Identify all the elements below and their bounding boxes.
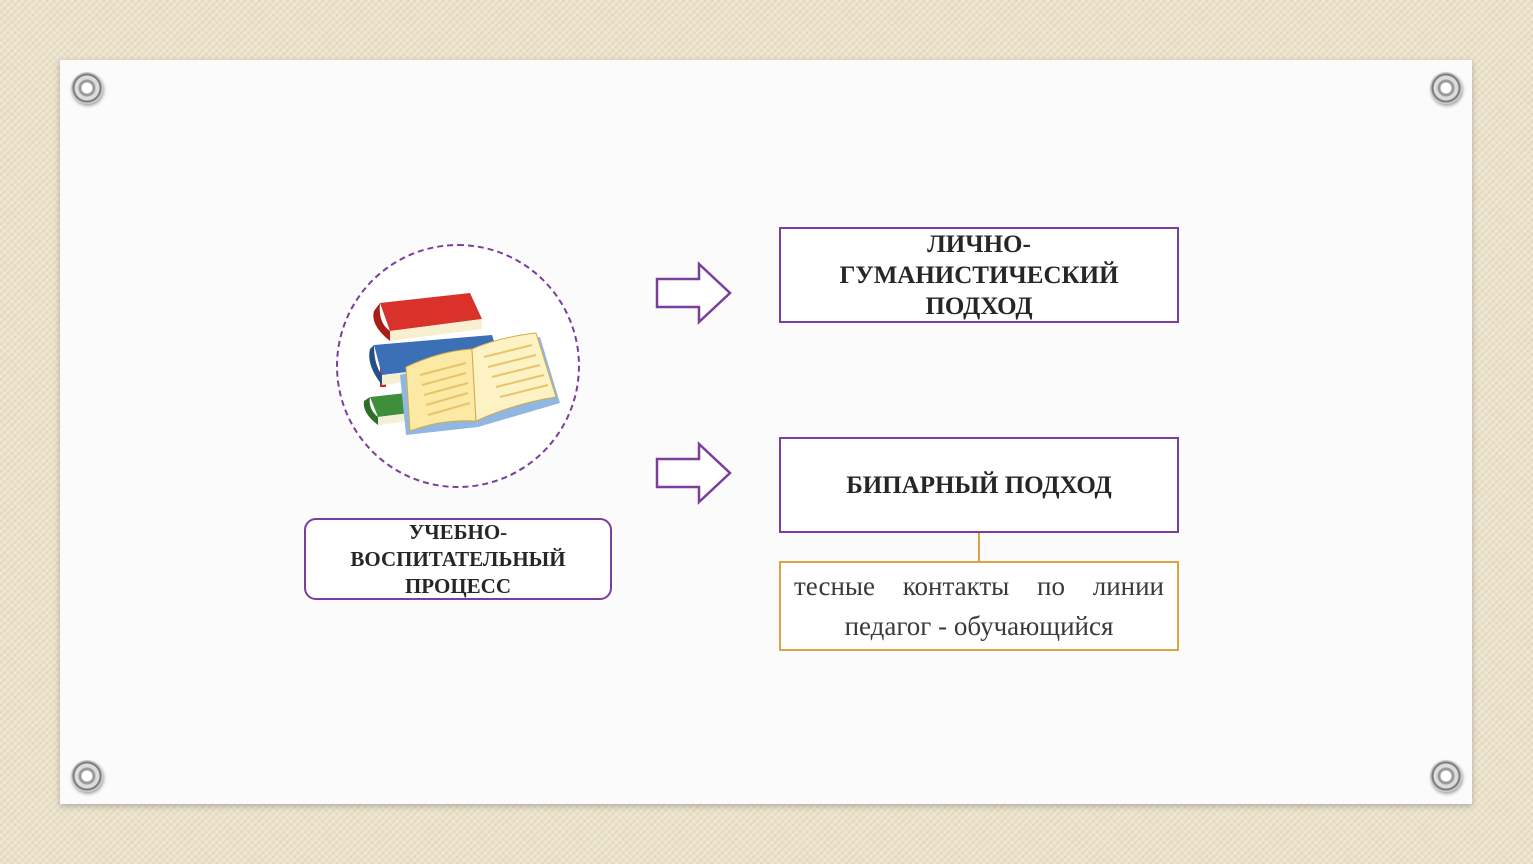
note-box: тесные контакты по линии педагог - обуча… xyxy=(779,561,1179,651)
source-process-label: УЧЕБНО-ВОСПИТАТЕЛЬНЫЙ ПРОЦЕСС xyxy=(350,519,566,598)
top-right-grommet-icon xyxy=(1430,72,1462,104)
approach-box-humanistic: ЛИЧНО-ГУМАНИСТИЧЕСКИЙ ПОДХОД xyxy=(779,227,1179,323)
top-left-grommet-icon xyxy=(71,72,103,104)
slide-card xyxy=(60,60,1472,804)
note-text: тесные контакты по линии педагог - обуча… xyxy=(794,571,1164,641)
source-process-box: УЧЕБНО-ВОСПИТАТЕЛЬНЫЙ ПРОЦЕСС xyxy=(304,518,612,600)
right-arrow-icon xyxy=(655,261,732,325)
right-arrow-icon xyxy=(655,441,732,505)
bottom-right-grommet-icon xyxy=(1430,760,1462,792)
bottom-left-grommet-icon xyxy=(71,760,103,792)
books-icon xyxy=(363,293,560,435)
approach-label: ЛИЧНО-ГУМАНИСТИЧЕСКИЙ ПОДХОД xyxy=(839,230,1119,320)
connector-line xyxy=(978,533,980,561)
approach-label: БИПАРНЫЙ ПОДХОД xyxy=(846,471,1112,499)
approach-box-biparty: БИПАРНЫЙ ПОДХОД xyxy=(779,437,1179,533)
